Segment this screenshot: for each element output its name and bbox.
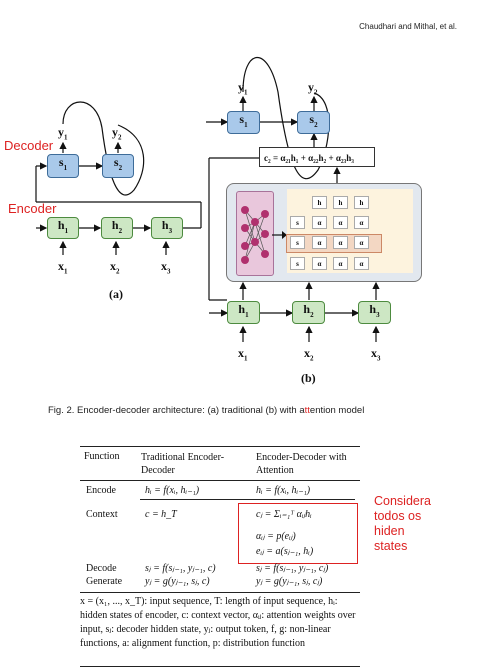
decoder-label: Decoder bbox=[4, 138, 54, 153]
alpha-22: α bbox=[333, 236, 348, 249]
alpha-11: α bbox=[312, 216, 327, 229]
grid-col-h2: h bbox=[333, 196, 348, 209]
caption-highlight: tt bbox=[304, 405, 310, 416]
grid-col-h3: h bbox=[354, 196, 369, 209]
table-row-context-trad: c = h_T bbox=[145, 509, 177, 520]
table-bottom-rule bbox=[80, 666, 360, 667]
table-row-decode-attn: sⱼ = f(sⱼ₋₁, yⱼ₋₁, cⱼ) bbox=[256, 563, 329, 574]
caption-text-end: ention model bbox=[309, 405, 365, 416]
decoder-state-s2: s2 bbox=[102, 154, 134, 178]
table-row-encode-fn: Encode bbox=[86, 485, 116, 496]
panel-a-label: (a) bbox=[109, 287, 123, 301]
annotation-note: Considera todos os hiden states bbox=[374, 494, 464, 554]
table-header-rule bbox=[80, 480, 360, 481]
input-x1-label: x1 bbox=[58, 259, 68, 276]
table-row-generate-trad: yⱼ = g(yⱼ₋₁, sⱼ, c) bbox=[145, 576, 210, 587]
output-y2-label-b: y2 bbox=[308, 80, 318, 97]
table-footer-rule bbox=[80, 592, 360, 593]
encoder-state-h1: h1 bbox=[47, 217, 79, 239]
encoder-state-h3: h3 bbox=[151, 217, 183, 239]
input-x3-label: x3 bbox=[161, 259, 171, 276]
alpha-21: α bbox=[312, 236, 327, 249]
alpha-13: α bbox=[354, 216, 369, 229]
table-row-generate-attn: yⱼ = g(yⱼ₋₁, sⱼ, cⱼ) bbox=[256, 576, 323, 587]
attention-weight-grid bbox=[287, 189, 413, 273]
table-row-decode-trad: sⱼ = f(sⱼ₋₁, yⱼ₋₁, c) bbox=[145, 563, 216, 574]
encoder-state-h3-b: h3 bbox=[358, 301, 391, 324]
decoder-state-s1-b: s1 bbox=[227, 111, 260, 134]
grid-row-s2: s bbox=[290, 236, 305, 249]
table-row-rule bbox=[140, 499, 355, 500]
table-footnote: x = (x₁, ..., x_T): input sequence, T: l… bbox=[80, 596, 356, 649]
running-header: Chaudhari and Mithal, et al. bbox=[359, 22, 457, 31]
alpha-23: α bbox=[354, 236, 369, 249]
table-row-context-fn: Context bbox=[86, 509, 118, 520]
table-row-alpha-attn: αᵢⱼ = p(eᵢⱼ) bbox=[256, 531, 296, 542]
caption-text: Fig. 2. Encoder-decoder architecture: (a… bbox=[48, 405, 305, 416]
table-row-encode-trad: hᵢ = f(xᵢ, hᵢ₋₁) bbox=[145, 485, 200, 496]
decoder-state-s2-b: s2 bbox=[297, 111, 330, 134]
alignment-network bbox=[236, 191, 274, 276]
encoder-state-h2: h2 bbox=[101, 217, 133, 239]
arrow-to-grid-icon bbox=[272, 231, 287, 239]
input-x2-label-b: x2 bbox=[304, 346, 314, 363]
grid-col-h1: h bbox=[312, 196, 327, 209]
table-header-attention: Encoder-Decoder with Attention bbox=[256, 452, 347, 476]
table-row-context-attn: cⱼ = Σᵢ₌₁ᵀ αᵢⱼhᵢ bbox=[256, 509, 312, 520]
output-y2-label: y2 bbox=[112, 125, 122, 142]
alpha-32: α bbox=[333, 257, 348, 270]
alpha-12: α bbox=[333, 216, 348, 229]
table-row-generate-fn: Generate bbox=[86, 576, 123, 587]
context-vector-box: c₂ = α₂₁h₁ + α₂₂h₂ + α₂₃h₃ bbox=[259, 147, 375, 167]
table-header-traditional: Traditional Encoder-Decoder bbox=[141, 452, 225, 476]
diagram-arrows bbox=[35, 57, 380, 342]
figure-caption: Fig. 2. Encoder-decoder architecture: (a… bbox=[48, 405, 364, 416]
annotation-highlight-box bbox=[238, 503, 358, 564]
annotation-line: todos os bbox=[374, 509, 422, 523]
input-x3-label-b: x3 bbox=[371, 346, 381, 363]
table-row-energy-attn: eᵢⱼ = a(sⱼ₋₁, hᵢ) bbox=[256, 546, 314, 557]
neural-net-icon bbox=[241, 206, 269, 264]
encoder-label: Encoder bbox=[8, 201, 57, 216]
output-y1-label: y1 bbox=[58, 125, 68, 142]
annotation-line: states bbox=[374, 539, 408, 553]
alpha-33: α bbox=[354, 257, 369, 270]
output-y1-label-b: y1 bbox=[238, 80, 248, 97]
table-header-function: Function bbox=[84, 451, 120, 462]
grid-row-s1: s bbox=[290, 216, 305, 229]
encoder-state-h2-b: h2 bbox=[292, 301, 325, 324]
grid-row-s3: s bbox=[290, 257, 305, 270]
annotation-line: Considera bbox=[374, 494, 431, 508]
table-row-decode-fn: Decode bbox=[86, 563, 117, 574]
panel-b-label: (b) bbox=[301, 371, 316, 385]
encoder-state-h1-b: h1 bbox=[227, 301, 260, 324]
decoder-state-s1: s1 bbox=[47, 154, 79, 178]
annotation-line: hiden bbox=[374, 524, 405, 538]
table-row-encode-attn: hᵢ = f(xᵢ, hᵢ₋₁) bbox=[256, 485, 311, 496]
input-x2-label: x2 bbox=[110, 259, 120, 276]
input-x1-label-b: x1 bbox=[238, 346, 248, 363]
table-top-rule bbox=[80, 446, 360, 447]
alpha-31: α bbox=[312, 257, 327, 270]
